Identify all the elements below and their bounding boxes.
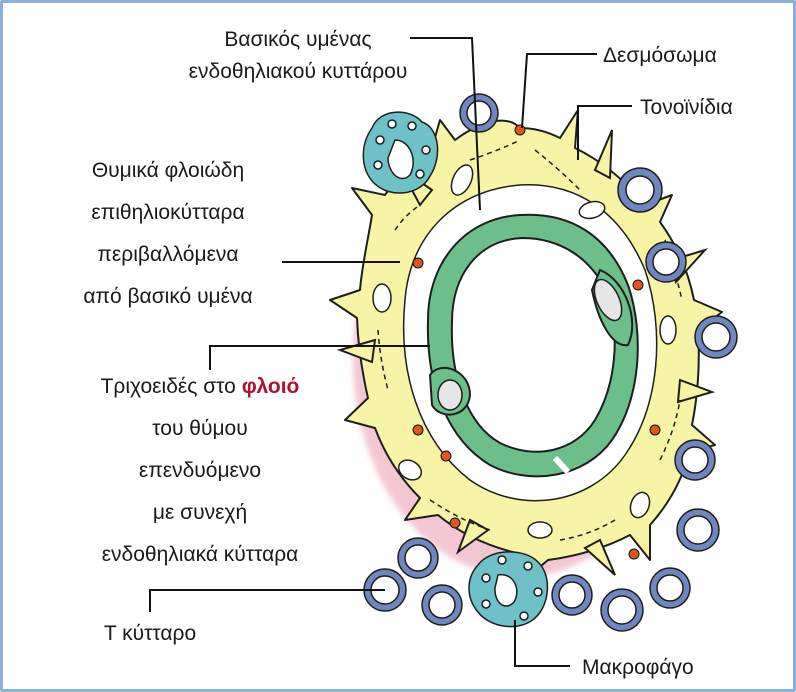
- label-tonofibrils: Τονοϊνίδια: [640, 96, 733, 119]
- label-capillary-line2: του θύμου: [152, 417, 247, 440]
- t-cell: [422, 585, 462, 625]
- t-cell: [695, 316, 737, 358]
- t-cell: [398, 538, 438, 578]
- t-cell: [650, 568, 690, 608]
- t-cell: [646, 242, 686, 282]
- label-basal-membrane-line2: ενδοθηλιακού κυττάρου: [189, 60, 408, 83]
- label-epithelial-line3: περιβαλλόμενα: [97, 243, 238, 266]
- label-capillary-prefix: Τριχοειδές στο: [101, 375, 242, 398]
- label-capillary-line4: με συνεχή: [153, 501, 247, 524]
- t-cell: [601, 589, 643, 631]
- t-cell: [675, 440, 715, 480]
- label-epithelial-line2: επιθηλιοκύτταρα: [91, 201, 244, 224]
- label-epithelial-line1: Θυμικά φλοιώδη: [92, 159, 244, 182]
- label-epithelial-line4: από βασικό υμένα: [83, 285, 252, 308]
- t-cell: [618, 168, 662, 212]
- label-basal-membrane-line1: Βασικός υμένας: [224, 28, 371, 51]
- label-capillary-line3: επενδυόμενο: [139, 459, 261, 482]
- label-capillary-line1: Τριχοειδές στο φλοιό: [101, 375, 300, 398]
- label-t-cell: Τ κύτταρο: [104, 622, 196, 645]
- label-capillary-line5: ενδοθηλιακά κύτταρα: [102, 543, 299, 566]
- macrophage-upper: [363, 112, 437, 193]
- label-desmosome: Δεσμόσωμα: [603, 44, 717, 67]
- t-cell: [552, 575, 592, 615]
- t-cell: [460, 94, 498, 132]
- t-cell: [677, 509, 719, 551]
- label-macrophage: Μακροφάγο: [582, 656, 694, 679]
- macrophage-lower: [469, 552, 547, 627]
- label-capillary-highlight: φλοιό: [242, 375, 300, 398]
- endothelium: [428, 215, 638, 477]
